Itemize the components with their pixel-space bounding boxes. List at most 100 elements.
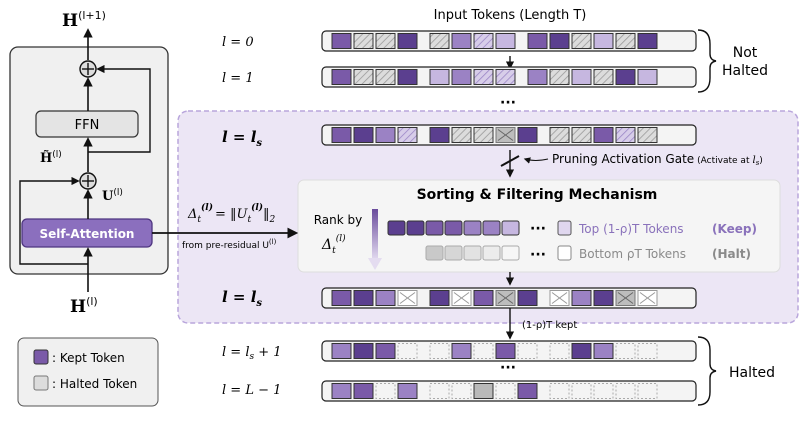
token — [593, 127, 614, 143]
token — [353, 33, 374, 49]
token — [397, 33, 418, 49]
input-tokens-title: Input Tokens (Length T) — [434, 8, 587, 23]
gate-switch-icon — [500, 155, 520, 167]
token — [331, 33, 352, 49]
keep-tokens — [387, 220, 520, 236]
input-hidden-state-label: H(l) — [70, 295, 98, 317]
halted-brace — [697, 336, 717, 406]
halt-ellipsis: ··· — [530, 247, 546, 263]
token — [473, 33, 494, 49]
token — [495, 33, 516, 49]
legend — [17, 337, 159, 407]
keep-token — [482, 220, 501, 236]
ffn-label: FFN — [75, 118, 100, 133]
token-empty — [593, 383, 614, 399]
layer-ls-label-bottom: l = ls — [222, 288, 262, 309]
token — [353, 69, 374, 85]
rows-ellipsis-bottom: ··· — [500, 360, 516, 376]
not-halted-label-1: Not — [733, 45, 758, 61]
token-empty — [473, 343, 494, 359]
token-empty — [637, 343, 658, 359]
token — [637, 33, 658, 49]
layer-L-minus-1-label: l = L − 1 — [222, 383, 281, 398]
token — [473, 290, 494, 306]
halt-tag: (Halt) — [712, 247, 751, 261]
token-empty — [571, 383, 592, 399]
token — [451, 343, 472, 359]
token — [353, 290, 374, 306]
token — [527, 69, 548, 85]
token — [593, 343, 614, 359]
token — [375, 69, 396, 85]
token — [517, 290, 538, 306]
token-empty — [429, 343, 450, 359]
token-row-l1 — [321, 66, 697, 88]
rank-delta-label: Δt(l) — [321, 233, 346, 256]
token — [429, 69, 450, 85]
rank-gradient-bar — [372, 209, 378, 261]
attn-residual-line — [19, 176, 88, 265]
token — [451, 127, 472, 143]
token — [571, 69, 592, 85]
keep-token — [425, 220, 444, 236]
token-empty — [637, 383, 658, 399]
token — [549, 127, 570, 143]
token-row-ls-plus-1 — [321, 340, 697, 362]
kept-note: (1-ρ)T kept — [522, 320, 577, 331]
legend-halted-swatch — [33, 375, 49, 391]
token — [429, 290, 450, 306]
token — [353, 383, 374, 399]
token — [397, 69, 418, 85]
rank-by-label: Rank by — [314, 213, 363, 227]
keep-tag: (Keep) — [712, 222, 757, 236]
token — [451, 33, 472, 49]
htilde-label: H̃(l) — [40, 150, 62, 166]
token-empty — [375, 383, 396, 399]
legend-kept-label: : Kept Token — [52, 351, 125, 365]
token — [375, 290, 396, 306]
token — [593, 290, 614, 306]
token-empty — [615, 343, 636, 359]
sorting-title: Sorting & Filtering Mechanism — [417, 187, 658, 203]
token — [517, 383, 538, 399]
token — [571, 127, 592, 143]
output-hidden-state-label: H(l+1) — [62, 9, 106, 31]
token — [517, 127, 538, 143]
token — [571, 343, 592, 359]
token — [331, 127, 352, 143]
token-empty — [451, 383, 472, 399]
token-row-ls-after — [321, 287, 697, 309]
transformer-block — [9, 46, 169, 275]
token — [637, 127, 658, 143]
keep-token — [444, 220, 463, 236]
token — [637, 69, 658, 85]
halt-token — [501, 245, 520, 261]
token — [397, 383, 418, 399]
keep-token — [406, 220, 425, 236]
token — [549, 69, 570, 85]
token — [451, 69, 472, 85]
token — [375, 343, 396, 359]
halt-token — [444, 245, 463, 261]
token — [593, 69, 614, 85]
self-attention-label: Self-Attention — [40, 227, 135, 241]
halt-last-token — [557, 245, 572, 261]
token — [353, 343, 374, 359]
layer-1-label: l = 1 — [222, 71, 254, 86]
halted-label: Halted — [729, 365, 775, 381]
token — [615, 127, 636, 143]
token — [549, 33, 570, 49]
token — [473, 127, 494, 143]
token — [593, 33, 614, 49]
token — [353, 127, 374, 143]
token-empty — [397, 343, 418, 359]
layer-ls-plus-1-label: l = ls + 1 — [222, 345, 282, 362]
keep-token — [387, 220, 406, 236]
token — [473, 69, 494, 85]
keep-token — [463, 220, 482, 236]
token — [331, 290, 352, 306]
halt-token — [463, 245, 482, 261]
token-row-ls-before — [321, 124, 697, 146]
